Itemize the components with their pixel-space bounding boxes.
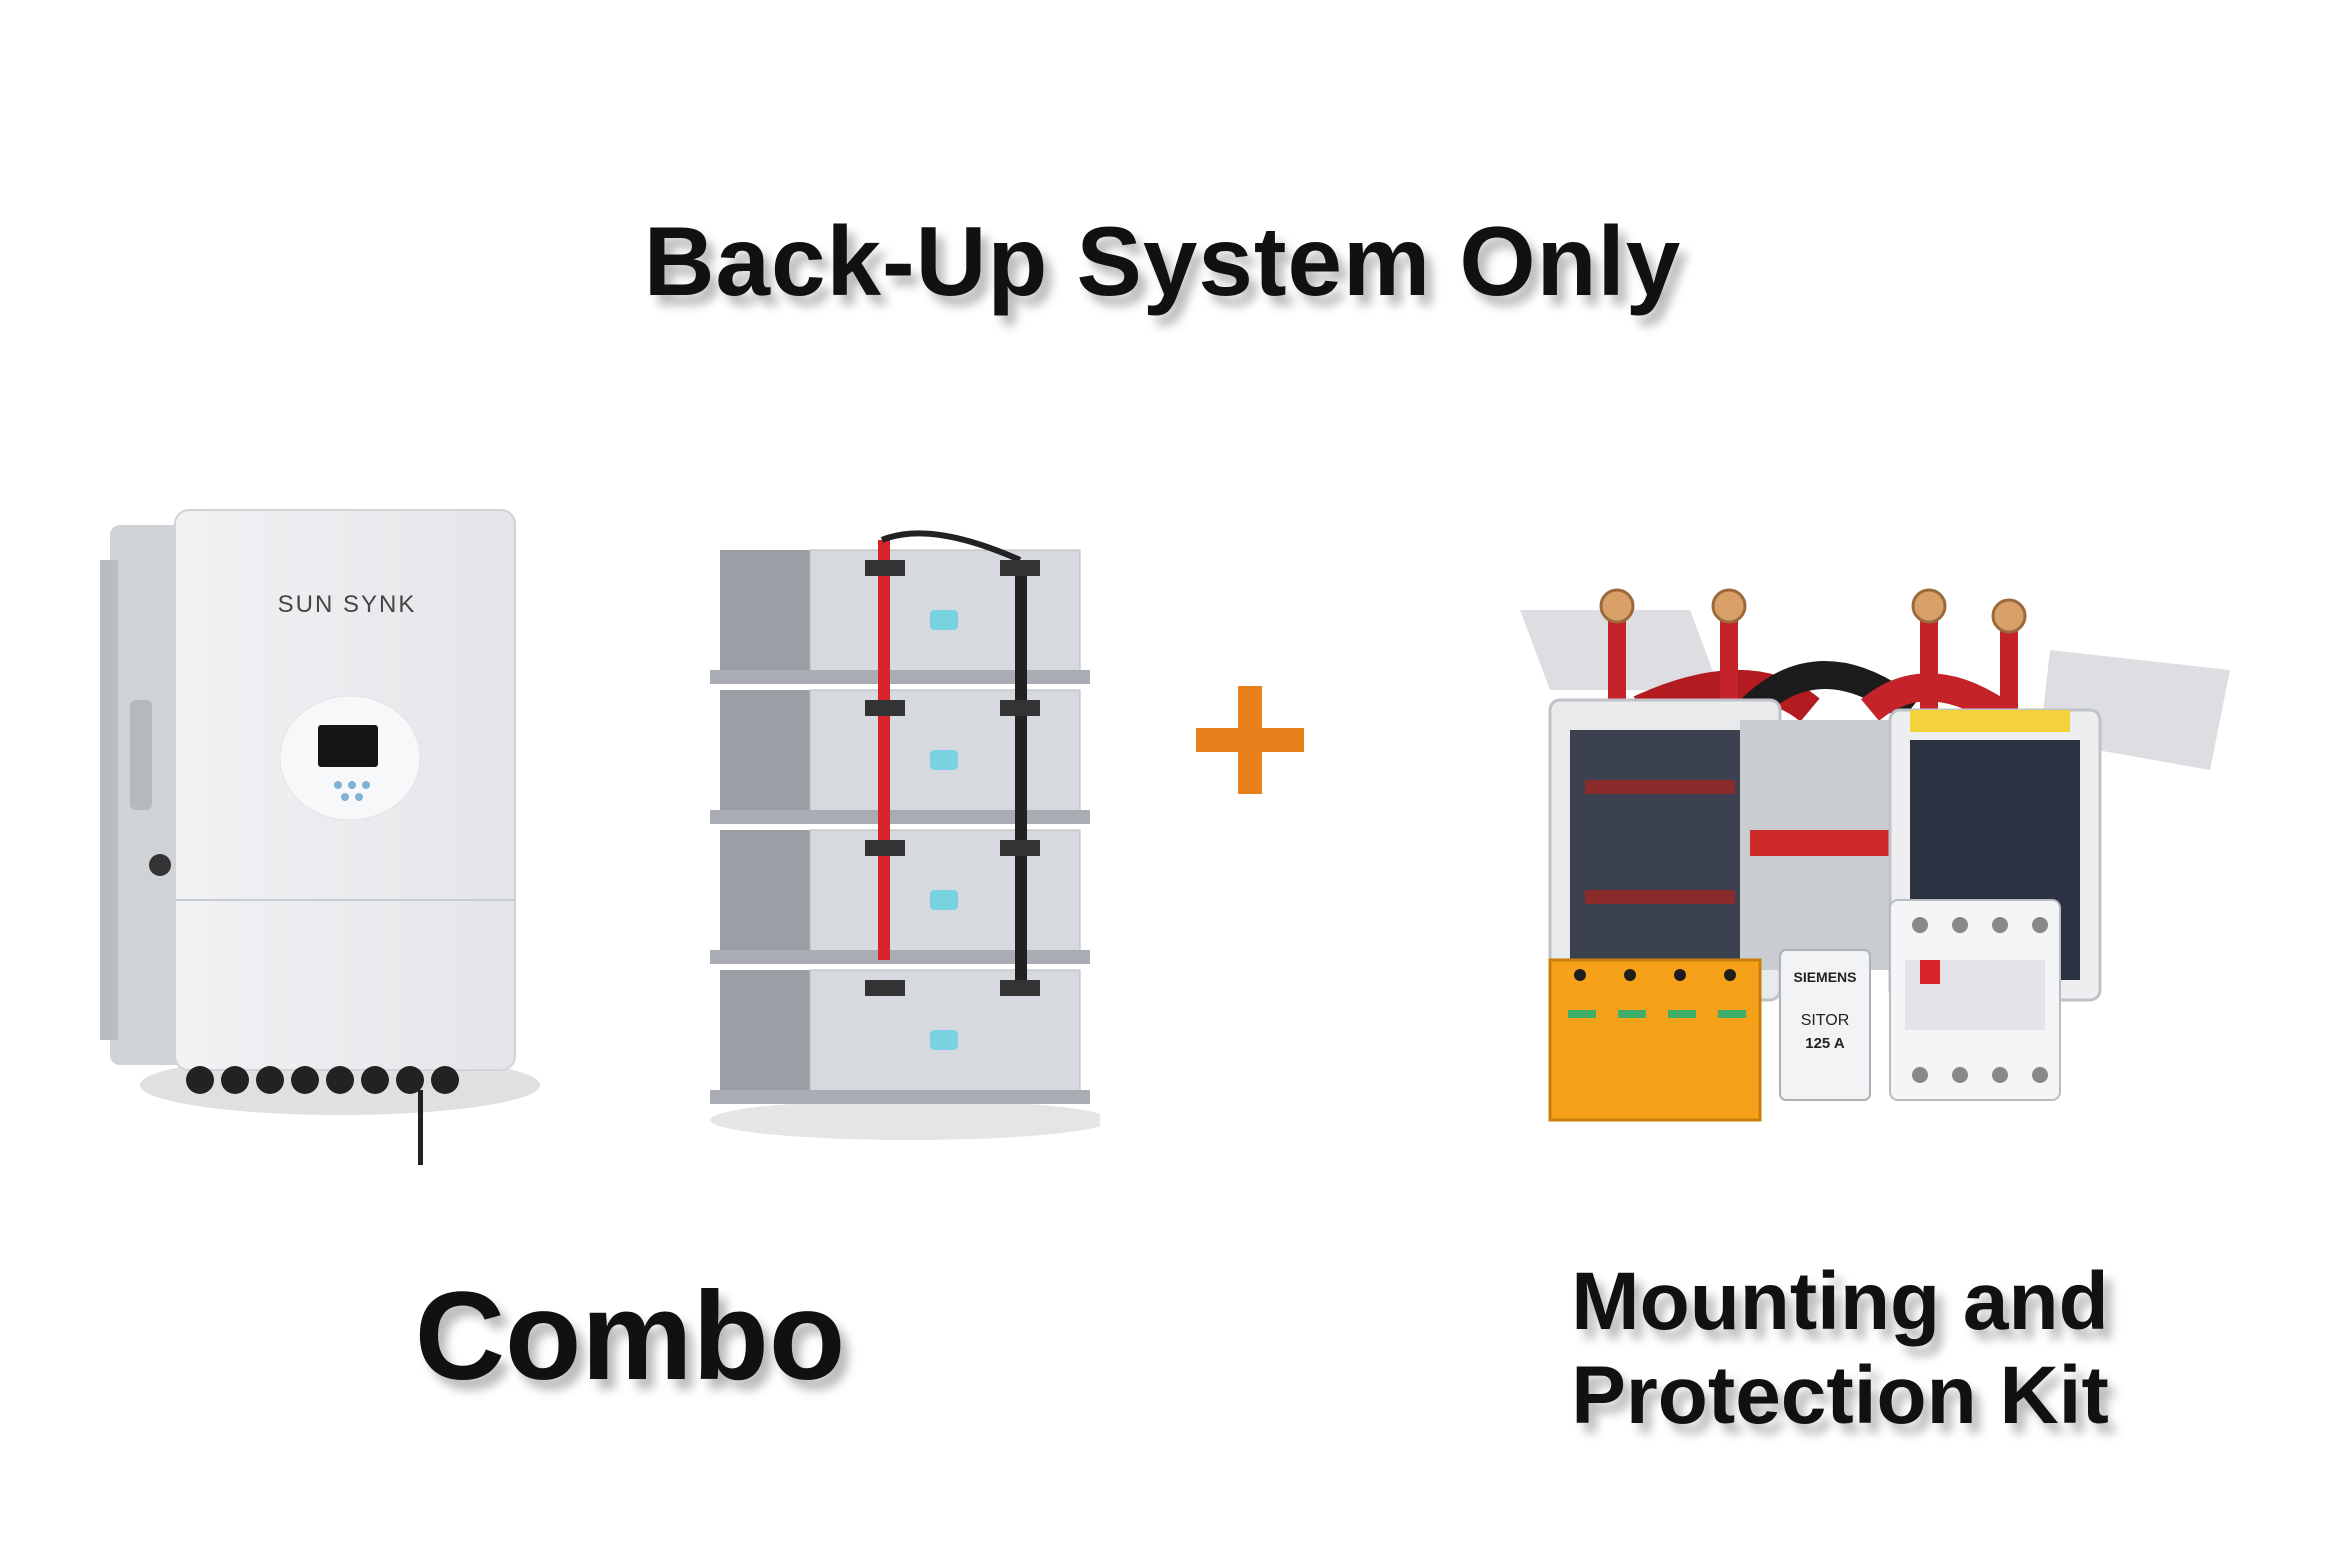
combo-label: Combo <box>414 1267 846 1406</box>
inverter-image: SUN SYNK <box>100 509 540 1165</box>
fuse-rating-text: 125 A <box>1805 1035 1845 1052</box>
kit-label-line1: Mounting and <box>1571 1256 2109 1347</box>
kit-label: Mounting and Protection Kit <box>1480 1255 2200 1443</box>
inverter-brand-text: SUN SYNK <box>278 591 417 618</box>
plus-icon <box>1196 686 1304 794</box>
battery-stack-image <box>709 530 1100 1140</box>
protection-kit-image: SIEMENS SITOR 125 A <box>1520 588 2230 1122</box>
fuse-brand-text: SIEMENS <box>1793 969 1856 985</box>
page-title: Back-Up System Only <box>643 206 1682 316</box>
fuse-model-text: SITOR <box>1801 1012 1850 1029</box>
kit-label-line2: Protection Kit <box>1571 1350 2109 1441</box>
